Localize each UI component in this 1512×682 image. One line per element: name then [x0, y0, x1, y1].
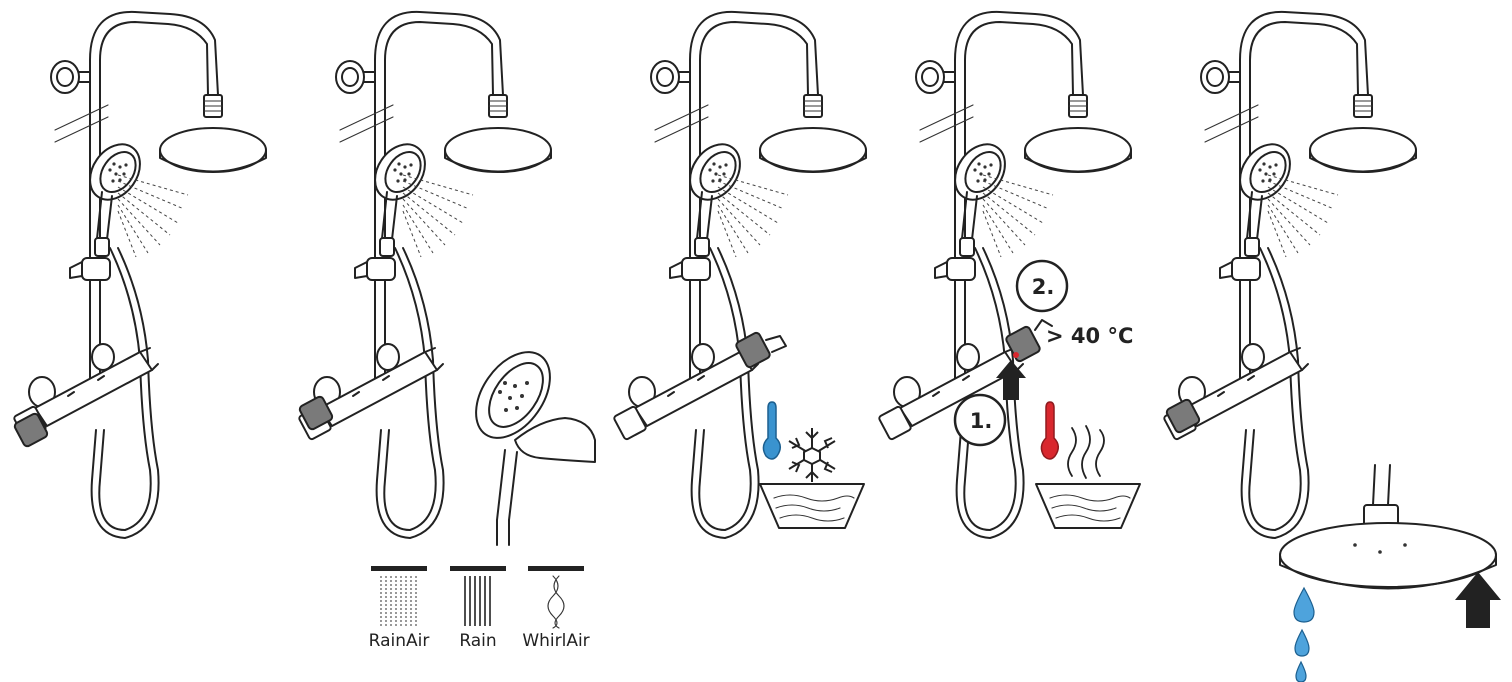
- head-shower-detail: [1280, 465, 1496, 589]
- temperature-label: > 40 °C: [1046, 324, 1133, 348]
- panel-2: RainAir Rain WhirlAir: [298, 12, 595, 651]
- hand-shower-detail: [461, 338, 595, 545]
- step-2-marker: 2.: [1017, 261, 1067, 311]
- label-whirlair: WhirlAir: [522, 631, 589, 651]
- panel-4: 2. > 40 °C 1.: [878, 12, 1140, 538]
- svg-text:1.: 1.: [970, 409, 993, 433]
- panel-5: [1163, 12, 1501, 682]
- step-1-marker: 1.: [955, 395, 1005, 445]
- spray-mode-rain: Rain: [450, 566, 506, 651]
- label-rain: Rain: [459, 631, 496, 651]
- water-drop-icon: [1294, 588, 1314, 682]
- label-rainair: RainAir: [369, 631, 430, 651]
- basin-hot: [1036, 484, 1140, 528]
- svg-text:2.: 2.: [1032, 275, 1055, 299]
- spray-mode-whirlair: WhirlAir: [522, 566, 589, 651]
- basin-cold: [760, 484, 864, 528]
- panel-1: [13, 12, 266, 538]
- spray-mode-rainair: RainAir: [369, 566, 430, 651]
- thermometer-hot-icon: [1041, 402, 1058, 459]
- steam-icon: [1068, 426, 1104, 478]
- panel-3: [613, 12, 866, 538]
- arrow-up-icon: [1455, 572, 1501, 628]
- snowflake-icon: [789, 428, 835, 482]
- thermometer-cold-icon: [763, 402, 780, 459]
